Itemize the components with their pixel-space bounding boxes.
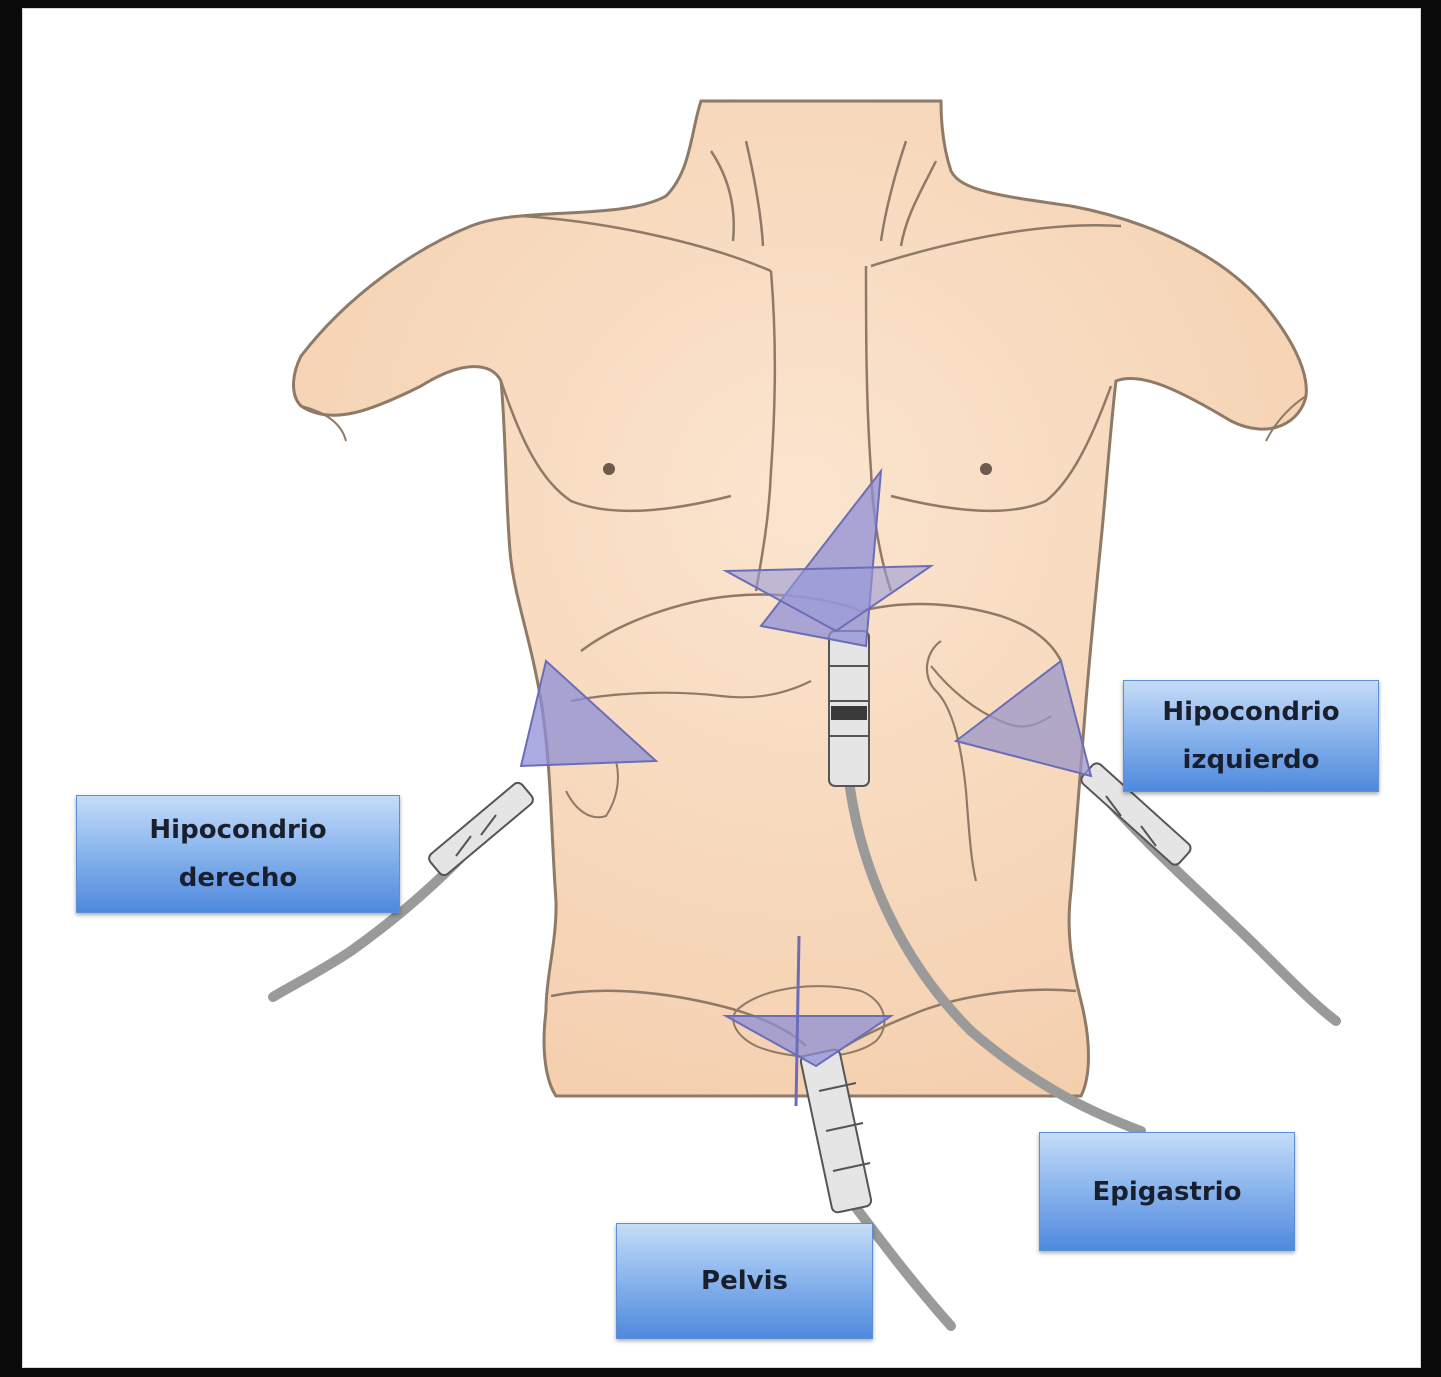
nipple-left: [603, 463, 615, 475]
diagram-frame: Hipocondrio derecho Hipocondrio izquierd…: [22, 8, 1421, 1368]
label-pelvis: Pelvis: [616, 1223, 873, 1339]
connector-epigastrium: [829, 631, 869, 786]
connector-right-hypochondrium: [427, 780, 536, 877]
label-left-hypochondrium: Hipocondrio izquierdo: [1123, 680, 1379, 792]
nipple-right: [980, 463, 992, 475]
label-right-hypochondrium: Hipocondrio derecho: [76, 795, 400, 913]
label-epigastrium: Epigastrio: [1039, 1132, 1295, 1251]
